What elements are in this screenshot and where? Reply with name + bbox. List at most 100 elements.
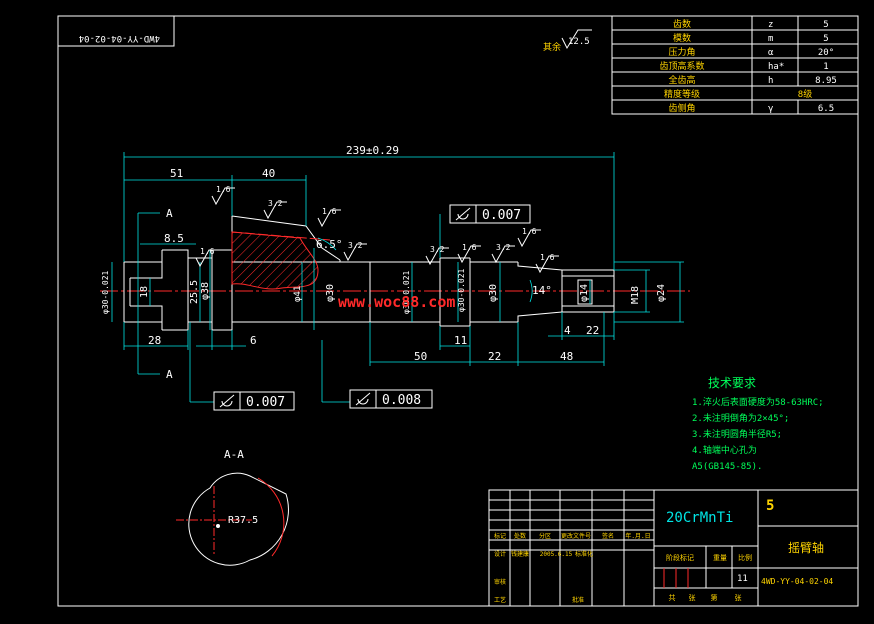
roughness-value: 3.2 bbox=[348, 241, 363, 250]
tolerance-frame-3: 0.008 bbox=[349, 389, 433, 409]
gear-param-name: 齿数 bbox=[673, 18, 691, 30]
roughness-symbol-icon bbox=[517, 229, 541, 248]
title-block-cell: 2005.6.15 bbox=[540, 551, 573, 558]
dim-22-a: 22 bbox=[488, 350, 501, 363]
revision-header: 签名 bbox=[602, 532, 614, 540]
dim-50: 50 bbox=[414, 350, 427, 363]
stage-header: 比例 bbox=[738, 553, 752, 562]
gear-param-value: 8.95 bbox=[815, 76, 837, 86]
revision-header: 年.月.日 bbox=[625, 532, 650, 540]
stage-header: 重量 bbox=[713, 554, 727, 562]
gear-param-name: 齿侧角 bbox=[668, 102, 695, 114]
dim-18: 18 bbox=[139, 286, 150, 298]
roughness-value: 1.6 bbox=[540, 253, 555, 262]
sheet-count-label: 第 bbox=[711, 593, 718, 602]
roughness-value: 1.6 bbox=[200, 247, 215, 256]
gear-param-name: 齿顶高系数 bbox=[659, 60, 704, 72]
sheet-border bbox=[57, 15, 859, 607]
dim-phi38: φ38 bbox=[200, 282, 211, 300]
gear-section-hatch bbox=[231, 231, 319, 290]
dim-angle-6-5: 6.5° bbox=[316, 238, 343, 251]
shaft-outline bbox=[123, 215, 615, 331]
header-code-mirrored: 4WD-YY-04-02-04 bbox=[79, 33, 160, 43]
title-block-cell: 钱建康 bbox=[511, 550, 529, 558]
roughness-symbol-icon bbox=[317, 209, 341, 228]
title-block-cell: 批准 bbox=[572, 596, 584, 604]
title-block-cell: 工艺 bbox=[494, 596, 506, 604]
tech-req-title: 技术要求 bbox=[708, 376, 756, 390]
gear-param-name: 全齿高 bbox=[668, 74, 695, 86]
section-label: A-A bbox=[224, 448, 244, 461]
roughness-symbol-icon bbox=[535, 255, 559, 274]
gear-param-value: 1 bbox=[823, 62, 828, 72]
roughness-symbol-icon bbox=[343, 243, 367, 262]
tech-req-item: 4.轴端中心孔为 bbox=[692, 444, 757, 456]
technical-requirements: 技术要求 1.淬火后表面硬度为58-63HRC; 2.未注明倒角为2×45°; 3.… bbox=[692, 376, 824, 472]
gear-param-value: 8级 bbox=[798, 88, 812, 100]
roughness-symbol-icon bbox=[425, 247, 449, 266]
roughness-symbol-icon bbox=[561, 29, 592, 50]
tech-req-item: 1.淬火后表面硬度为58-63HRC; bbox=[692, 396, 824, 408]
sheet-count-label: 张 bbox=[735, 593, 742, 602]
other-roughness-note: 其余 12.5 bbox=[543, 29, 592, 53]
dim-6: 6 bbox=[250, 334, 257, 347]
dim-phi30-c: φ30-0.021 bbox=[402, 270, 411, 314]
circular-runout-icon bbox=[219, 394, 235, 408]
tech-req-item: 3.未注明圆角半径R5; bbox=[692, 428, 782, 440]
gear-param-value: 5 bbox=[823, 34, 828, 44]
section-a-bottom: A bbox=[166, 368, 173, 381]
dim-11: 11 bbox=[454, 334, 467, 347]
gear-param-name: 压力角 bbox=[668, 46, 695, 58]
roughness-value: 3.2 bbox=[430, 245, 445, 254]
roughness-value: 1.6 bbox=[522, 227, 537, 236]
dimension-lines bbox=[111, 152, 684, 403]
gear-param-symbol: γ bbox=[768, 104, 773, 114]
sheet-number: 5 bbox=[766, 498, 774, 514]
dim-angle-14: 14° bbox=[532, 284, 552, 297]
drawing-number: 4WD-YY-04-02-04 bbox=[761, 577, 833, 586]
dimension-texts: 239±0.29 51 40 8.5 A A 28 6 50 11 22 48 … bbox=[101, 144, 667, 381]
material: 20CrMnTi bbox=[666, 510, 733, 526]
title-block-cell: 审核 bbox=[494, 578, 506, 586]
dim-phi30-b: φ30 bbox=[325, 284, 336, 302]
section-radius: R37.5 bbox=[228, 515, 258, 526]
revision-header: 分区 bbox=[539, 532, 551, 540]
roughness-symbol-icon bbox=[195, 249, 219, 268]
part-name: 摇臂轴 bbox=[788, 540, 824, 555]
title-block-cell: 设计 bbox=[494, 550, 506, 558]
svg-text:0.008: 0.008 bbox=[382, 393, 421, 408]
watermark: www.woc88.com bbox=[338, 293, 455, 311]
dim-phi41: φ41 bbox=[293, 286, 303, 302]
roughness-value: 3.2 bbox=[268, 199, 283, 208]
roughness-symbol-icon bbox=[491, 245, 515, 264]
tolerance-frame-1: 0.007 bbox=[449, 204, 531, 224]
gear-param-value: 6.5 bbox=[818, 104, 834, 114]
gear-param-symbol: h bbox=[768, 76, 773, 86]
title-block-cell: 标准化 bbox=[575, 550, 593, 558]
dim-28: 28 bbox=[148, 334, 161, 347]
gear-param-value: 5 bbox=[823, 20, 828, 30]
dim-4: 4 bbox=[564, 324, 571, 337]
title-block: 20CrMnTi5摇臂轴4WD-YY-04-02-0411标记处数分区更改文件号… bbox=[488, 489, 859, 607]
dim-m18: M18 bbox=[630, 286, 641, 304]
dim-48: 48 bbox=[560, 350, 573, 363]
revision-header: 处数 bbox=[514, 532, 526, 540]
svg-text:12.5: 12.5 bbox=[568, 37, 590, 47]
dim-8-5: 8.5 bbox=[164, 232, 184, 245]
revision-header: 标记 bbox=[494, 532, 506, 540]
roughness-value: 1.6 bbox=[322, 207, 337, 216]
tech-req-item: 2.未注明倒角为2×45°; bbox=[692, 412, 789, 424]
circular-runout-icon bbox=[355, 392, 371, 406]
gear-param-name: 精度等级 bbox=[664, 88, 700, 100]
dim-phi30-d: φ30 bbox=[488, 284, 499, 302]
roughness-symbol-icon bbox=[457, 245, 481, 264]
gear-param-name: 模数 bbox=[673, 32, 691, 44]
revision-header: 更改文件号 bbox=[561, 532, 591, 540]
dim-phi30-e: φ30-0.021 bbox=[457, 268, 466, 312]
roughness-value: 1.6 bbox=[216, 185, 231, 194]
dim-25-5: 25.5 bbox=[189, 280, 200, 304]
